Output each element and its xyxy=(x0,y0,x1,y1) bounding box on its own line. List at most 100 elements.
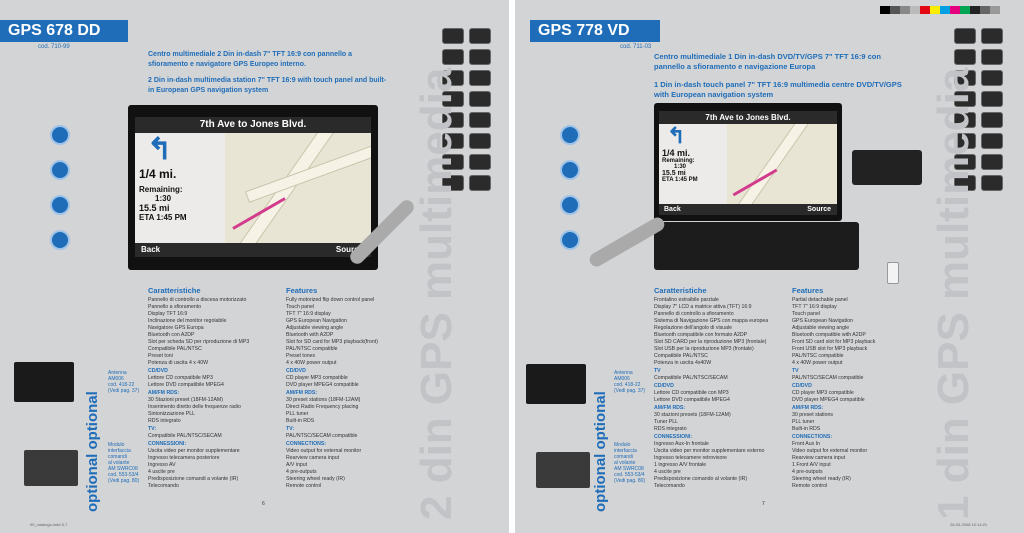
spec-item: Potenza in uscita 4x40W xyxy=(654,360,712,366)
sd-icon xyxy=(560,230,580,250)
option-line: cod. 553-53/4 xyxy=(108,472,139,478)
option-line: cod. 553-53/4 xyxy=(614,472,645,478)
spec-item: Built-in RDS xyxy=(286,418,315,424)
module-image xyxy=(536,452,590,488)
option-line: al volante xyxy=(108,460,130,466)
device-base-image xyxy=(654,222,859,270)
usb-icon xyxy=(560,195,580,215)
option-line: Antenna xyxy=(108,370,127,376)
feature-icon xyxy=(469,70,491,86)
gps-remaining: 1:30 xyxy=(674,164,687,170)
spec-item: Slot for SD card for MP3 playback(front) xyxy=(286,339,378,345)
back-button[interactable]: Back xyxy=(664,206,681,213)
antenna-image xyxy=(526,364,586,404)
spec-item: Bluetooth with A2DP xyxy=(286,332,334,338)
navi-icon xyxy=(50,125,70,145)
feature-icon xyxy=(954,112,976,128)
navi-icon xyxy=(560,125,580,145)
feature-icon xyxy=(442,133,464,149)
detached-panel-image xyxy=(852,150,922,185)
feature-icon xyxy=(981,175,1003,191)
spec-item: 30 preset stations xyxy=(792,412,833,418)
spec-item: Slot SD CARD per la riproduzione MP3 (fr… xyxy=(654,339,767,345)
spec-item: Inclinazione del monitor regolabile xyxy=(148,318,227,324)
source-button[interactable]: Source xyxy=(335,245,363,254)
gps-eta: ETA 1:45 PM xyxy=(139,213,187,222)
turn-arrow-icon: ↰ xyxy=(147,133,173,166)
gps-remaining-label: Remaining: xyxy=(662,158,695,164)
gps-street-name: 7th Ave to Jones Blvd. xyxy=(659,111,837,124)
spec-item: Telecomando xyxy=(148,483,179,489)
spec-item: Touch panel xyxy=(792,311,820,317)
spec-item: Potenza di uscita 4 x 40W xyxy=(148,360,208,366)
spec-item: Bluetooth con A2DP xyxy=(148,332,195,338)
spec-item: Lettore DVD compatibile MPEG4 xyxy=(148,382,224,388)
spec-item: RDS integrato xyxy=(148,418,181,424)
gps-info-panel: ↰ 1/4 mi. Remaining: 1:30 15.5 mi ETA 1:… xyxy=(135,133,225,243)
spec-item: CD player MP3 compatible xyxy=(792,390,854,396)
gps-km: 15.5 mi xyxy=(139,203,170,213)
feature-icon xyxy=(981,28,1003,44)
footer-date: 26-03-2008 10:14:21 xyxy=(950,522,988,527)
spec-item: Touch panel xyxy=(286,304,314,310)
spec-item: 1 ingresso A/V frontale xyxy=(654,462,707,468)
spec-item: RDS integrato xyxy=(654,426,687,432)
feature-icon xyxy=(954,28,976,44)
spec-section-heading: CD/DVD xyxy=(286,368,306,374)
spec-item: 30 preset stations (18FM-12AM) xyxy=(286,397,361,403)
spec-item: 4 pre-outputs xyxy=(792,469,823,475)
spec-item: Built-in RDS xyxy=(792,426,821,432)
spec-item: Lettore CD compatibile MP3 xyxy=(148,375,213,381)
spec-item: Predisposizione comandi a volante (IR) xyxy=(148,476,239,482)
spec-item: Slot USB per la riproduzione MP3 (fronta… xyxy=(654,346,754,352)
page-gutter xyxy=(509,0,515,533)
feature-icon xyxy=(469,49,491,65)
feature-icon xyxy=(981,70,1003,86)
option-line: interfaccia xyxy=(108,448,131,454)
spec-item: Regolazione dell'angolo di visuale xyxy=(654,325,732,331)
spec-item: Compatibile PAL/NTSC xyxy=(148,346,202,352)
spec-item: Display TFT 16:9 xyxy=(148,311,188,317)
feature-icon xyxy=(442,154,464,170)
back-button[interactable]: Back xyxy=(141,245,161,254)
gps-eta: ETA 1:45 PM xyxy=(662,177,698,183)
spec-item: Sistema di Navigazione GPS con mappa eur… xyxy=(654,318,769,324)
spec-item: PLL tuner xyxy=(792,419,815,425)
spec-item: DVD player MPEG4 compatible xyxy=(286,382,359,388)
option-line: cod. 418-22 xyxy=(108,382,135,388)
spec-item: 4 uscite pre xyxy=(654,469,681,475)
source-button[interactable]: Source xyxy=(807,206,831,213)
gps-bottom-bar: Back Source xyxy=(659,204,837,215)
spec-section-heading: AM/FM RDS: xyxy=(148,390,180,396)
spec-item: PAL/NTSC/SECAM compatible xyxy=(286,433,358,439)
spec-item: Steering wheel ready (IR) xyxy=(286,476,345,482)
ipod-image xyxy=(887,262,899,284)
bluetooth-icon xyxy=(50,160,70,180)
spec-item: Pannello di controllo a discesa motorizz… xyxy=(148,297,247,303)
spec-item: Ingresso Aux-In frontale xyxy=(654,441,709,447)
spec-item: Direct Radio Frequency placing xyxy=(286,404,359,410)
spec-section-heading: TV xyxy=(654,368,661,374)
gps-km: 15.5 mi xyxy=(662,170,686,177)
spec-section-heading: TV: xyxy=(286,426,295,432)
product-code: cod. 710-99 xyxy=(38,44,70,50)
feature-icon xyxy=(981,49,1003,65)
option-line: cod. 418-22 xyxy=(614,382,641,388)
spec-item: Navigatore GPS Europa xyxy=(148,325,204,331)
headline-en: 1 Din in-dash touch panel 7" TFT 16:9 mu… xyxy=(654,80,902,99)
headline-it: Centro multimediale 2 Din in-dash 7" TFT… xyxy=(148,51,353,68)
spec-item: Ingresso telecamera posteriore xyxy=(148,455,220,461)
spec-item: A/V input xyxy=(286,462,308,468)
spec-item: Frontalino estraibile parziale xyxy=(654,297,719,303)
headline-en: 2 Din in-dash multimedia station 7" TFT … xyxy=(148,77,387,94)
feature-icon xyxy=(981,154,1003,170)
spec-item: Predisposizione comando al volante (IR) xyxy=(654,476,748,482)
spec-section-heading: CONNESSIONI: xyxy=(148,441,187,447)
optional-label: optional optional xyxy=(84,391,101,512)
option-line: (Vedi pag. 80) xyxy=(108,478,140,484)
spec-item: Compatibile PAL/NTSC xyxy=(654,353,708,359)
spec-item: Adjustable viewing angle xyxy=(792,325,850,331)
